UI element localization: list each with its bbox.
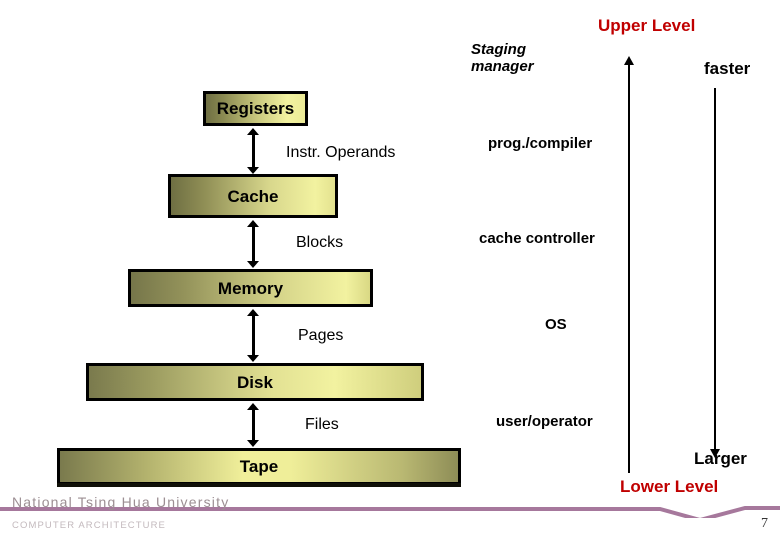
arrowhead-down-icon	[247, 440, 259, 447]
level-box-memory[interactable]: Memory	[128, 269, 373, 307]
arrowhead-up-icon	[247, 403, 259, 410]
arrowhead-down-icon	[247, 167, 259, 174]
staging-manager-line1: Staging	[471, 41, 526, 58]
transfer-arrow-registers-cache	[246, 128, 260, 174]
transfer-unit-blocks: Blocks	[296, 234, 344, 251]
manager-os: OS	[545, 316, 567, 333]
arrowhead-down-icon	[247, 355, 259, 362]
upper-level-arrowhead-icon	[624, 56, 634, 65]
arrowhead-up-icon	[247, 128, 259, 135]
manager-user-operator: user/operator	[496, 413, 593, 430]
arrow-shaft	[252, 133, 255, 169]
manager-prog-compiler: prog./compiler	[488, 135, 593, 152]
arrow-shaft	[252, 314, 255, 357]
transfer-unit-instr-operands: Instr. Operands	[286, 144, 396, 161]
scale-label-faster: faster	[704, 59, 751, 78]
footer-department-name: COMPUTER ARCHITECTURE	[12, 520, 166, 531]
transfer-arrow-memory-disk	[246, 309, 260, 362]
level-label-cache: Cache	[227, 186, 279, 206]
arrowhead-up-icon	[247, 309, 259, 316]
arrowhead-down-icon	[247, 261, 259, 268]
footer-university-name: National Tsing Hua University	[12, 494, 230, 510]
staging-manager-line2: manager	[471, 57, 534, 75]
speed-size-axis	[714, 88, 716, 449]
footer-divider-rule	[0, 506, 780, 518]
level-label-tape: Tape	[239, 457, 279, 476]
upper-lower-level-axis	[628, 64, 630, 473]
transfer-arrow-cache-memory	[246, 220, 260, 268]
transfer-unit-pages: Pages	[298, 327, 344, 344]
lower-level-title: Lower Level	[620, 477, 719, 496]
scale-label-larger: Larger	[694, 449, 747, 468]
upper-level-title: Upper Level	[598, 16, 696, 35]
level-box-registers[interactable]: Registers	[203, 91, 308, 126]
transfer-arrow-disk-tape	[246, 403, 260, 447]
level-box-disk[interactable]: Disk	[86, 363, 424, 401]
level-label-disk: Disk	[237, 372, 273, 392]
staging-manager-header: Staging manager	[471, 41, 534, 76]
arrowhead-up-icon	[247, 220, 259, 227]
level-label-memory: Memory	[217, 278, 284, 298]
level-box-tape[interactable]: Tape	[57, 448, 461, 485]
transfer-unit-files: Files	[305, 416, 339, 433]
level-box-cache[interactable]: Cache	[168, 174, 338, 218]
manager-cache-controller: cache controller	[479, 230, 595, 247]
arrow-shaft	[252, 225, 255, 263]
arrow-shaft	[252, 408, 255, 442]
level-label-registers: Registers	[216, 99, 295, 118]
footer-top-bar	[57, 483, 461, 487]
page-number: 7	[761, 516, 768, 531]
larger-arrowhead-icon	[710, 449, 720, 458]
